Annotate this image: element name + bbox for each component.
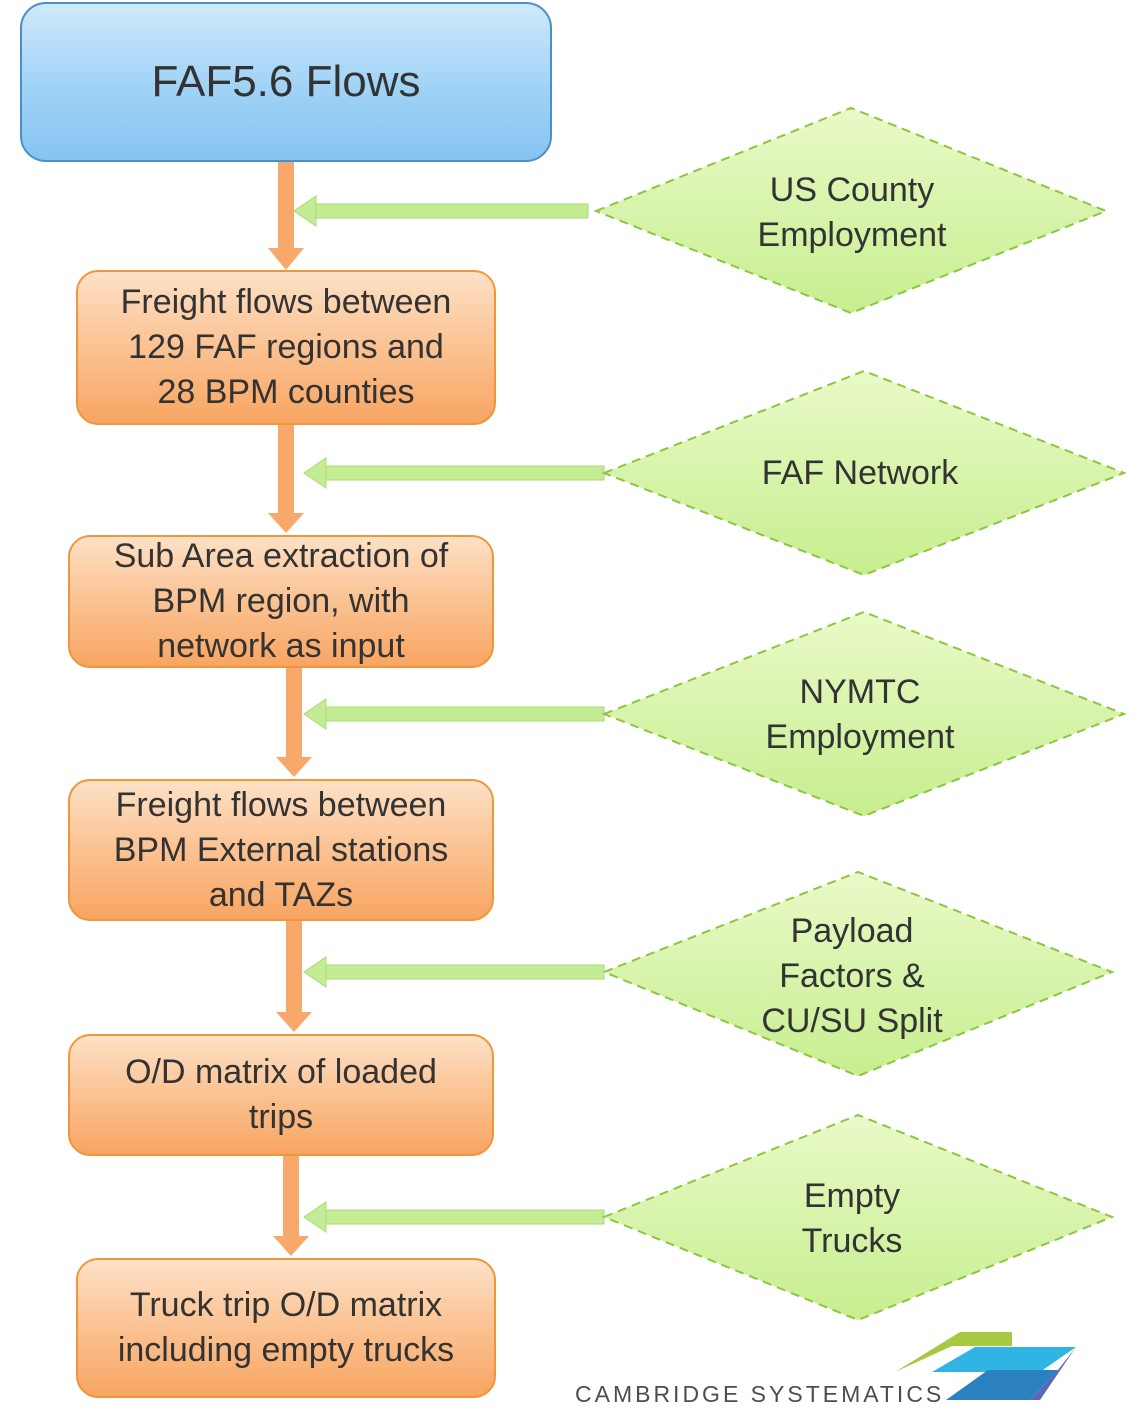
flow-arrow-5 bbox=[273, 1156, 309, 1256]
step-label: Sub Area extraction of BPM region, with … bbox=[113, 537, 449, 665]
step-label: Freight flows between 129 FAF regions an… bbox=[120, 283, 452, 411]
step-label: Truck trip O/D matrix including empty tr… bbox=[117, 1286, 455, 1369]
input-diamond-1 bbox=[593, 106, 1109, 315]
input-label-payload-factors: Payload Factors & CU/SU Split bbox=[761, 912, 943, 1040]
step-box-freight-flows-taz: Freight flows between BPM External stati… bbox=[68, 779, 494, 921]
step-box-subarea-extraction: Sub Area extraction of BPM region, with … bbox=[68, 535, 494, 668]
flow-arrow-2 bbox=[268, 425, 304, 533]
input-diamond-2 bbox=[601, 369, 1127, 577]
source-box-faf: FAF5.6 Flows bbox=[20, 2, 552, 162]
input-label-nymtc-employment: NYMTC Employment bbox=[765, 673, 955, 756]
input-arrow-1 bbox=[293, 195, 589, 227]
input-arrow-5 bbox=[303, 1201, 605, 1233]
step-label: O/D matrix of loaded trips bbox=[125, 1053, 437, 1136]
input-label-faf-network: FAF Network bbox=[761, 454, 959, 492]
input-label-us-county-employment: US County Employment bbox=[757, 171, 947, 254]
input-label-empty-trucks: Empty Trucks bbox=[801, 1177, 903, 1260]
input-diamond-5 bbox=[601, 1113, 1115, 1322]
step-box-loaded-trips-matrix: O/D matrix of loaded trips bbox=[68, 1034, 494, 1156]
input-diamond-4 bbox=[601, 870, 1115, 1078]
logo-mark-icon bbox=[895, 1332, 1076, 1400]
logo-text: CAMBRIDGE SYSTEMATICS bbox=[575, 1381, 945, 1407]
flow-arrow-1 bbox=[268, 162, 304, 270]
input-arrow-3 bbox=[303, 698, 605, 730]
step-box-freight-flows-faf: Freight flows between 129 FAF regions an… bbox=[76, 270, 496, 425]
step-box-truck-trip-matrix: Truck trip O/D matrix including empty tr… bbox=[76, 1258, 496, 1398]
input-arrow-4 bbox=[303, 956, 605, 988]
input-diamond-3 bbox=[601, 610, 1127, 818]
input-arrow-2 bbox=[303, 457, 605, 489]
flow-arrow-4 bbox=[276, 921, 312, 1032]
flow-arrow-3 bbox=[276, 668, 312, 777]
step-label: Freight flows between BPM External stati… bbox=[113, 785, 449, 914]
source-box-label: FAF5.6 Flows bbox=[151, 57, 421, 106]
